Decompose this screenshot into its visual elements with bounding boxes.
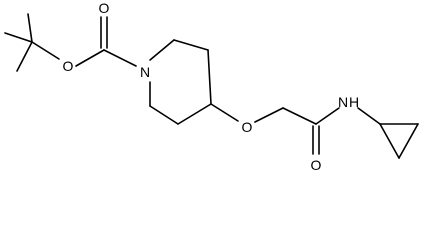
bonds xyxy=(4,13,419,159)
bond-cyclopropyl-3 xyxy=(379,123,400,159)
bond-ring-c4-lower xyxy=(177,103,212,125)
amide-oxygen-label: O xyxy=(311,157,322,173)
bond-tbu-methyl-top xyxy=(27,13,33,43)
bond-tbu-methyl-left xyxy=(4,32,33,43)
ether-oxygen-label: O xyxy=(242,119,253,135)
bond-ring-upper-top xyxy=(173,39,209,51)
amide-nitrogen-label: N xyxy=(338,94,348,110)
bond-cyclopropyl-2 xyxy=(398,123,419,159)
bond-c4-to-ether-o xyxy=(210,103,239,122)
bond-tbu-to-ester-o xyxy=(31,41,60,60)
bond-amide-c-to-n xyxy=(315,107,340,125)
bond-n-to-cyclopropyl xyxy=(357,107,381,125)
bond-ring-top-c4 xyxy=(207,49,212,105)
bond-ring-lower-bot xyxy=(149,105,179,125)
bond-carbonyl-c-to-n xyxy=(103,49,137,67)
bond-ester-o-to-carbonyl-c xyxy=(75,49,105,67)
ester-oxygen-label: O xyxy=(63,58,74,74)
chemical-structure: O O N O N H O xyxy=(4,0,419,173)
bond-tbu-methyl-bottom xyxy=(16,41,33,72)
bond-ring-n-upper xyxy=(149,39,175,61)
amide-hydrogen-label: H xyxy=(349,94,359,110)
bond-ether-o-to-ch2 xyxy=(254,107,284,123)
ring-nitrogen-label: N xyxy=(140,64,150,80)
carbonyl-oxygen-label: O xyxy=(99,0,110,16)
atom-labels: O O N O N H O xyxy=(63,0,360,173)
bond-ch2-to-amide-c xyxy=(282,107,317,125)
